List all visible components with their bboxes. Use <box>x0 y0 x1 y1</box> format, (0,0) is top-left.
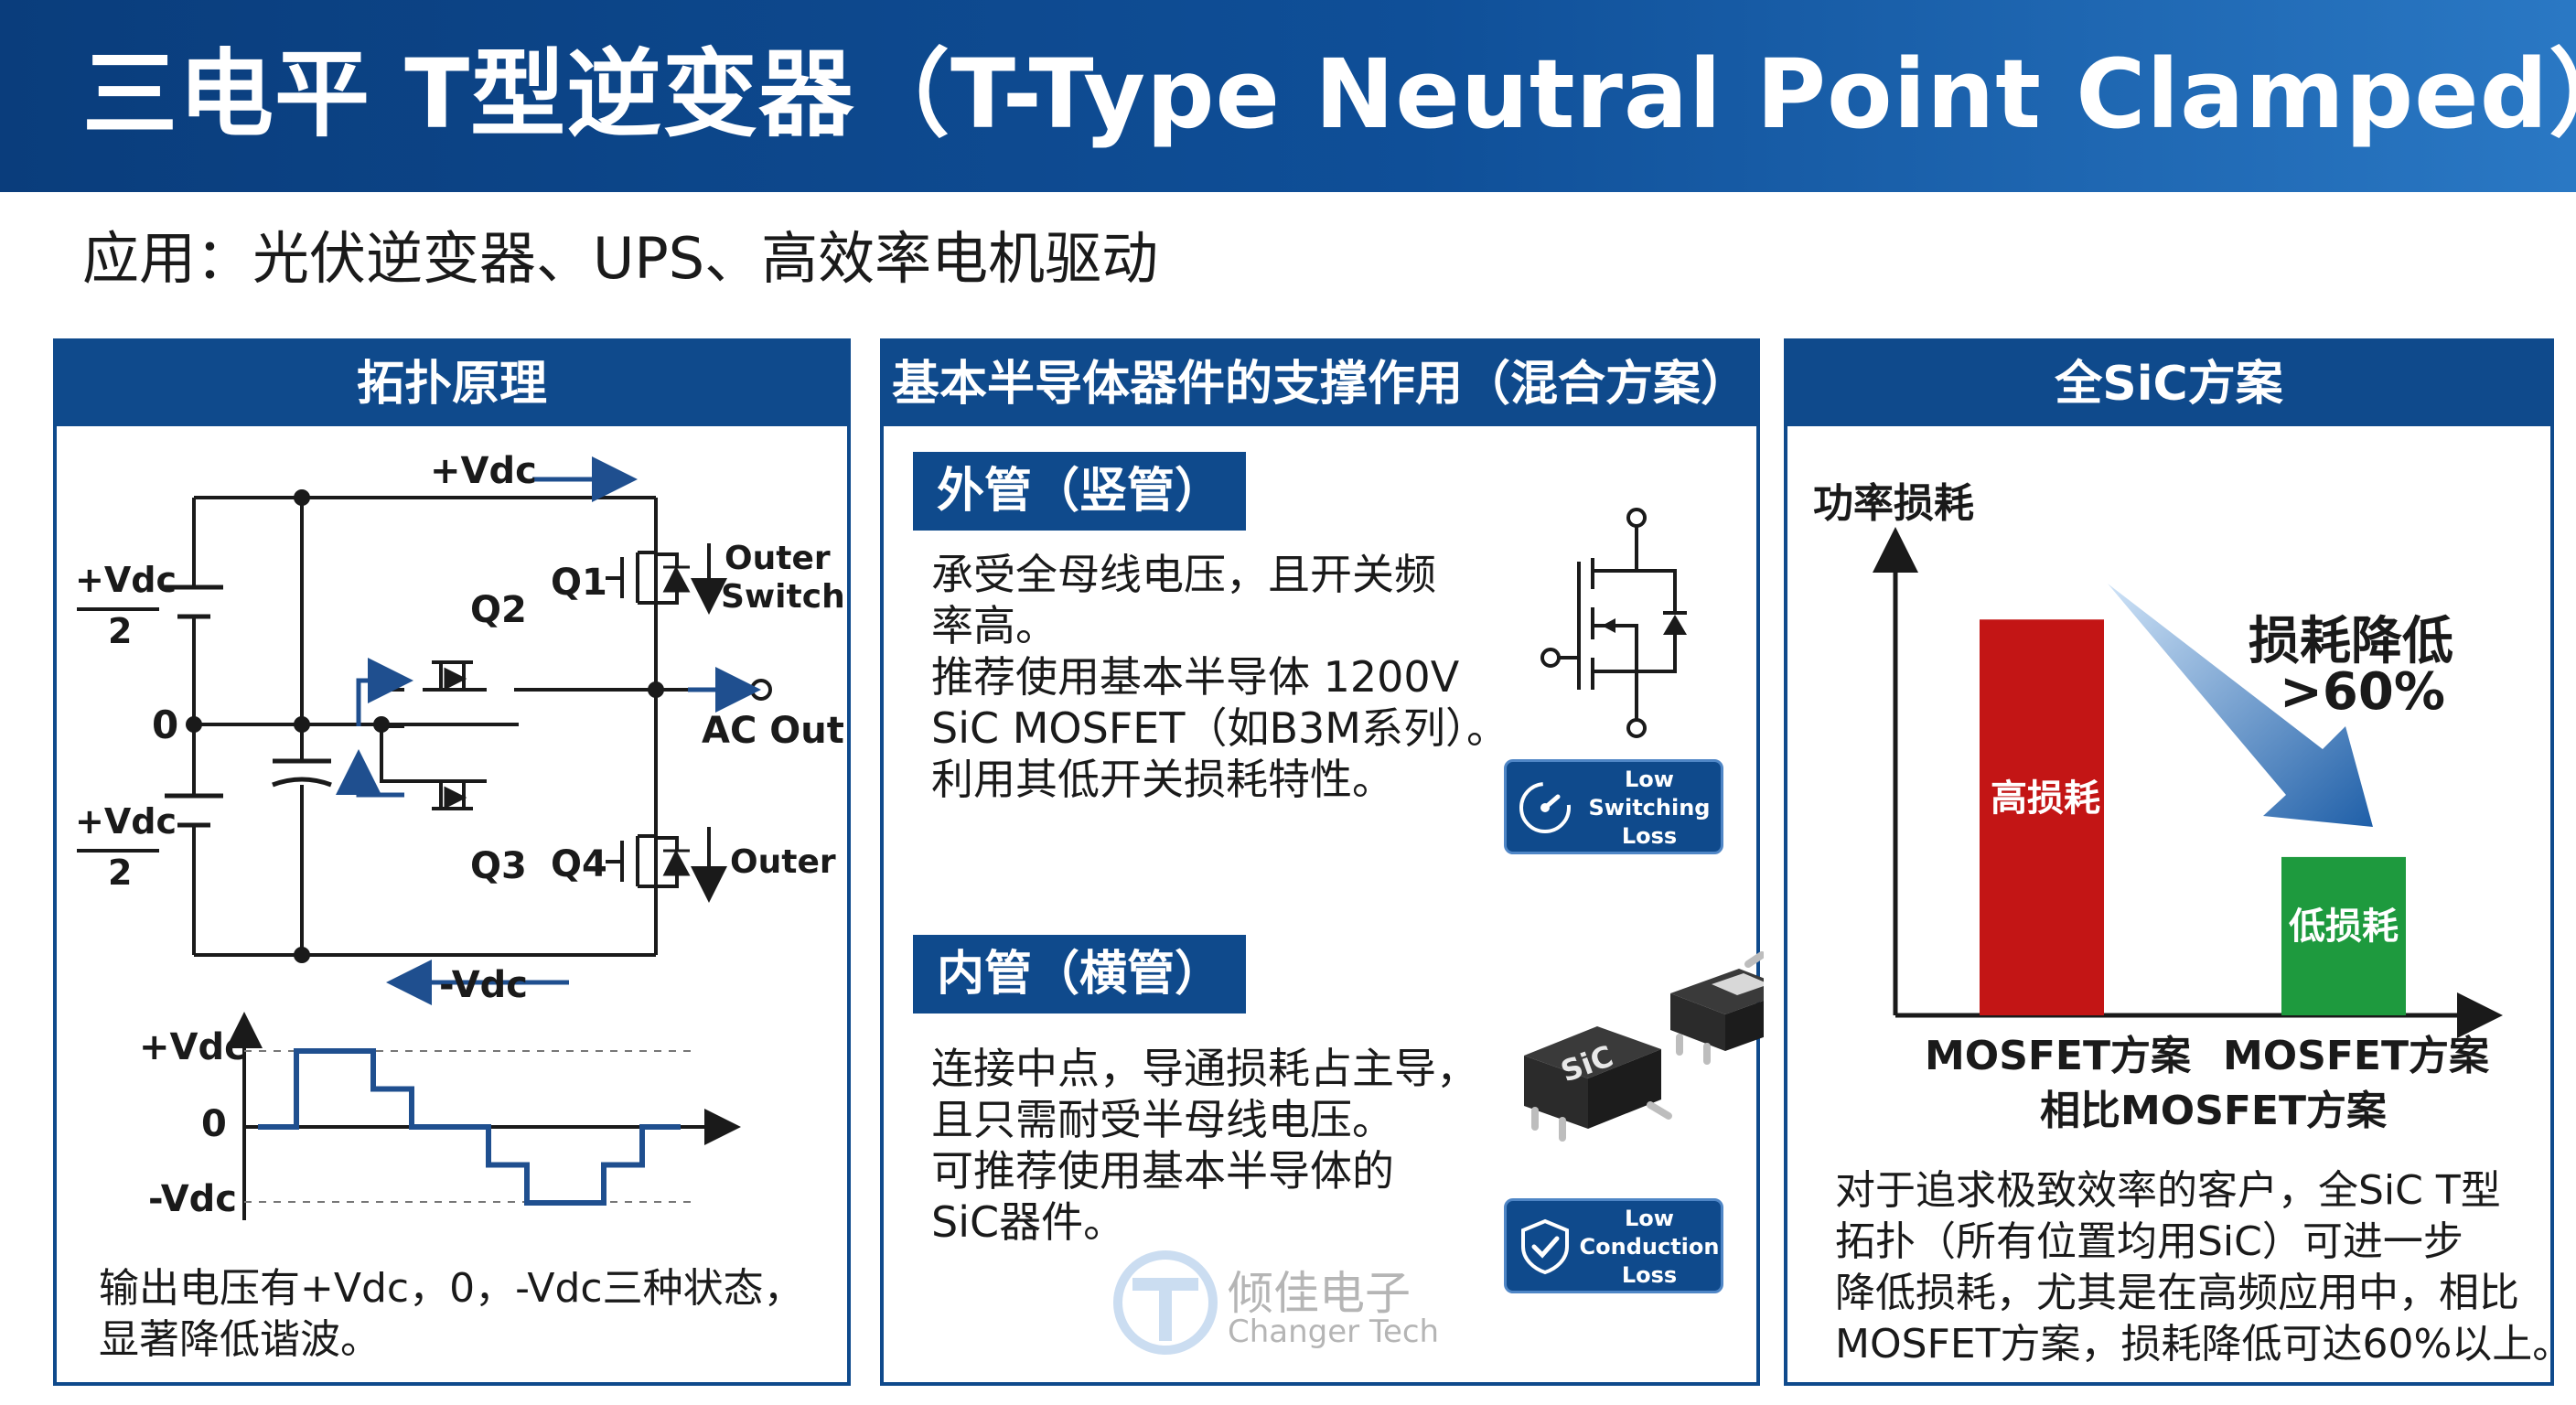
shield-check-icon <box>1521 1218 1569 1275</box>
outer-tube-line3: 推荐使用基本半导体 1200V <box>931 652 1460 702</box>
inner-tube-line2: 且只需耐受半母线电压。 <box>931 1095 1394 1144</box>
loss-bar-2 <box>2281 856 2406 1015</box>
vdc-positive-label: +Vdc <box>430 450 537 492</box>
q3-label: Q3 <box>470 845 527 887</box>
half-vdc-top-numerator: +Vdc <box>75 560 177 600</box>
inner-tube-line3: 可推荐使用基本半导体的 <box>931 1146 1394 1196</box>
bar-label-low-loss: 低损耗 <box>2289 906 2399 948</box>
x-category-1: MOSFET方案 <box>1925 1033 2192 1079</box>
topology-caption-line1: 输出电压有+Vdc，0，-Vdc三种状态， <box>99 1265 804 1312</box>
topology-panel: 拓扑原理 <box>53 338 851 1386</box>
topology-caption-line2: 显著降低谐波。 <box>99 1316 381 1363</box>
waveform-y-positive: +Vdc <box>139 1026 246 1068</box>
bar-label-high-loss: 高损耗 <box>1991 778 2100 820</box>
reduction-annotation-line1: 损耗降低 <box>2249 612 2453 671</box>
low-conduction-loss-text: Low Conduction Loss <box>1579 1206 1720 1288</box>
half-vdc-bottom-denominator: 2 <box>108 853 133 893</box>
topology-panel-heading: 拓扑原理 <box>57 342 847 426</box>
half-vdc-top-denominator: 2 <box>108 611 133 651</box>
outer-tube-line1: 承受全母线电压，且开关频 <box>931 550 1436 599</box>
outer-tube-line5: 利用其低开关损耗特性。 <box>931 755 1394 804</box>
outer-switch-label-line1: Outer <box>724 540 831 577</box>
low-conduction-loss-badge: Low Conduction Loss <box>1504 1198 1723 1293</box>
reduction-arrow-icon <box>2108 584 2373 827</box>
outer-bottom-label: Outer <box>730 843 836 881</box>
watermark-cn: 倾佳电子 <box>1228 1267 1411 1320</box>
all-sic-panel-heading: 全SiC方案 <box>1787 342 2550 426</box>
chip-sic-label: SiC <box>1556 1038 1618 1089</box>
all-sic-desc-line1: 对于追求极致效率的客户，全SiC T型 <box>1835 1167 2501 1214</box>
chart-y-label: 功率损耗 <box>1813 480 1974 527</box>
speedometer-icon <box>1519 782 1571 833</box>
inner-tube-line1: 连接中点，导通损耗占主导， <box>931 1044 1478 1093</box>
all-sic-panel: 全SiC方案 功率损耗 高损耗 低损耗 损耗降低 >60% MOSFET方案 M… <box>1784 338 2572 1386</box>
watermark-en: Changer Tech <box>1228 1314 1440 1350</box>
waveform-y-zero: 0 <box>201 1103 227 1145</box>
half-vdc-bottom-fraction-bar <box>77 849 159 853</box>
q2-label: Q2 <box>470 589 527 631</box>
output-waveform-line <box>258 1048 681 1206</box>
outer-tube-line4: SiC MOSFET（如B3M系列）。 <box>931 703 1508 753</box>
outer-tube-tag: 外管（竖管） <box>913 452 1247 531</box>
inner-tube-line4: SiC器件。 <box>931 1197 1126 1247</box>
low-switching-loss-badge: Low Switching Loss <box>1504 759 1723 854</box>
x-category-2: MOSFET方案 <box>2223 1033 2490 1079</box>
hybrid-panel: 基本半导体器件的支撑作用（混合方案） 外管（竖管） 承受全母线电压，且开关频 率… <box>880 338 1764 1386</box>
all-sic-desc-line3: 降低损耗，尤其是在高频应用中，相比 <box>1835 1270 2519 1316</box>
inner-tube-tag: 内管（横管） <box>913 935 1247 1014</box>
half-vdc-bottom-numerator: +Vdc <box>75 801 177 842</box>
q4-label: Q4 <box>551 843 607 885</box>
reduction-annotation-line2: >60% <box>2280 662 2445 722</box>
q1-label: Q1 <box>551 562 607 604</box>
vdc-negative-label: -Vdc <box>439 964 528 1006</box>
application-line: 应用：光伏逆变器、UPS、高效率电机驱动 <box>82 225 1159 292</box>
header-banner: 三电平 T型逆变器（T-Type Neutral Point Clamped） <box>0 0 2576 192</box>
ac-out-label: AC Out <box>702 710 844 752</box>
all-sic-desc-line2: 拓扑（所有位置均用SiC）可进一步 <box>1835 1218 2463 1265</box>
loss-bar-1 <box>1980 619 2104 1015</box>
topology-circuit-diagram <box>165 456 772 1220</box>
waveform-y-negative: -Vdc <box>148 1178 237 1220</box>
low-switching-loss-text: Low Switching Loss <box>1588 767 1711 849</box>
half-vdc-top-fraction-bar <box>77 607 159 611</box>
page-title: 三电平 T型逆变器（T-Type Neutral Point Clamped） <box>82 38 2576 150</box>
outer-switch-label-line2: Switch <box>721 578 845 616</box>
zero-potential-label: 0 <box>152 702 179 747</box>
loss-comparison-chart <box>1873 527 2503 1038</box>
hybrid-panel-heading: 基本半导体器件的支撑作用（混合方案） <box>884 342 1756 426</box>
x-group-label: 相比MOSFET方案 <box>2040 1088 2388 1134</box>
all-sic-desc-line4: MOSFET方案，损耗降低可达60%以上。 <box>1835 1321 2573 1367</box>
outer-tube-line2: 率高。 <box>931 601 1057 650</box>
